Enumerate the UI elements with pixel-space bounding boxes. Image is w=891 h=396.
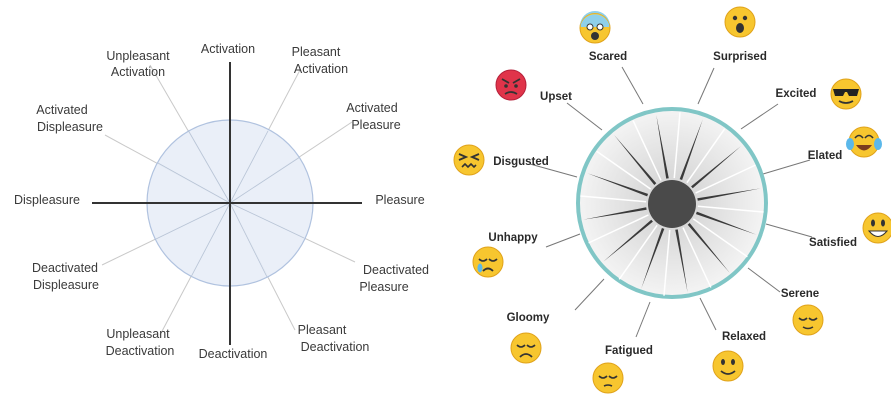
crying-face-icon xyxy=(472,246,504,278)
emotion-label-relaxed: Relaxed xyxy=(722,331,766,343)
emotion-label-unhappy: Unhappy xyxy=(488,232,538,244)
inner-spoke-3 xyxy=(157,162,231,204)
label-deactivated-pleasure-1: Deactivated xyxy=(363,263,429,277)
smiling-face-icon xyxy=(712,350,744,382)
label-activated-displeasure-1: Activated xyxy=(36,103,87,117)
inner-spoke-2 xyxy=(229,130,269,204)
leader-scared xyxy=(621,66,644,105)
label-activated-pleasure-1: Activated xyxy=(346,101,397,115)
wheel-divider xyxy=(697,205,764,213)
leader-unhappy xyxy=(545,233,581,248)
wheel-wedge-surprised xyxy=(679,119,703,181)
label-pleasant-deactivation-2: Deactivation xyxy=(301,340,370,354)
wheel-divider xyxy=(695,164,756,194)
emotion-label-upset: Upset xyxy=(540,91,572,103)
wheel-wedge-upset xyxy=(614,135,657,185)
label-unpleasant-activation-1: Unpleasant xyxy=(106,49,170,63)
label-unpleasant-deactivation-2: Deactivation xyxy=(106,344,175,358)
label-unpleasant-deactivation-1: Unpleasant xyxy=(106,327,170,341)
pensive-face-icon xyxy=(592,362,624,394)
wheel-divider xyxy=(682,227,712,288)
wheel-divider xyxy=(692,218,748,258)
wheel-hub xyxy=(648,180,696,228)
wheel-wedge-unhappy xyxy=(583,207,647,220)
inner-spoke-8 xyxy=(229,202,268,278)
wheel-divider xyxy=(580,195,647,203)
inner-spoke-1 xyxy=(187,129,231,204)
wheel-divider xyxy=(588,214,649,244)
circumplex-diagram: Activation Unpleasant Activation Pleasan… xyxy=(14,42,429,361)
emotion-label-scared: Scared xyxy=(589,51,627,63)
wheel-wedge-gloomy xyxy=(603,219,653,262)
leader-fatigued xyxy=(635,301,651,338)
leader-upset xyxy=(566,102,603,131)
emotion-label-serene: Serene xyxy=(781,288,819,300)
inner-spoke-7 xyxy=(190,202,231,278)
label-activated-pleasure-2: Pleasure xyxy=(351,118,400,132)
wheel-divider xyxy=(673,112,681,179)
grinning-face-icon xyxy=(862,212,891,244)
wheel-wedge-fatigued xyxy=(641,227,665,289)
wheel-divider xyxy=(596,150,652,190)
emotion-wheel: Scared Surprised Excited Elated Satisfie… xyxy=(453,6,891,394)
wheel-divider xyxy=(618,224,658,280)
leader-disgusted xyxy=(529,163,578,178)
leader-relaxed xyxy=(699,297,717,331)
label-pleasant-activation-1: Pleasant xyxy=(292,45,341,59)
leader-surprised xyxy=(697,67,715,105)
leader-serene xyxy=(747,267,781,293)
label-deactivated-displeasure-1: Deactivated xyxy=(32,261,98,275)
leader-elated xyxy=(762,159,811,175)
inner-spoke-6 xyxy=(229,202,305,239)
emotion-label-fatigued: Fatigued xyxy=(605,345,653,357)
emotion-label-excited: Excited xyxy=(776,88,817,100)
persevering-face-icon xyxy=(453,144,485,176)
circumplex-spokes-inner xyxy=(155,129,305,278)
wheel-wedge-disgusted xyxy=(587,173,649,197)
wheel-wedge-satisfied xyxy=(695,211,757,235)
label-pleasant-deactivation-1: Pleasant xyxy=(298,323,347,337)
label-unpleasant-activation-2: Activation xyxy=(111,65,165,79)
tears-of-joy-face-icon xyxy=(846,126,882,158)
leader-gloomy xyxy=(574,278,605,311)
wheel-wedge-excited xyxy=(691,146,741,189)
leader-excited xyxy=(740,103,779,130)
label-pleasure: Pleasure xyxy=(375,193,424,207)
emotion-label-elated: Elated xyxy=(808,150,843,162)
label-deactivated-displeasure-2: Displeasure xyxy=(33,278,99,292)
relieved-face-icon xyxy=(792,304,824,336)
leader-satisfied xyxy=(765,223,813,238)
emotion-label-satisfied: Satisfied xyxy=(809,237,857,249)
wheel-wedge-scared xyxy=(656,115,669,179)
inner-spoke-5 xyxy=(155,202,231,240)
label-pleasant-activation-2: Activation xyxy=(294,62,348,76)
disappointed-face-icon xyxy=(510,332,542,364)
inner-spoke-4 xyxy=(229,156,301,204)
angry-face-icon xyxy=(495,69,527,101)
wheel-divider xyxy=(663,229,671,296)
wheel-divider xyxy=(632,120,662,181)
scared-face-icon xyxy=(579,11,611,44)
label-deactivation: Deactivation xyxy=(199,347,268,361)
wheel-wedge-elated xyxy=(697,188,761,201)
surprised-face-icon xyxy=(724,6,756,38)
emotion-label-disgusted: Disgusted xyxy=(493,156,549,168)
emotion-label-gloomy: Gloomy xyxy=(507,312,550,324)
label-deactivated-pleasure-2: Pleasure xyxy=(359,280,408,294)
wheel-wedges xyxy=(580,112,764,296)
wheel-divider xyxy=(686,128,726,184)
cool-sunglasses-face-icon xyxy=(830,78,862,110)
label-activation: Activation xyxy=(201,42,255,56)
wheel-wedge-serene xyxy=(687,223,730,273)
wheel-wedge-relaxed xyxy=(675,229,688,293)
wheel-leader-lines xyxy=(529,66,813,338)
label-displeasure: Displeasure xyxy=(14,193,80,207)
label-activated-displeasure-2: Displeasure xyxy=(37,120,103,134)
emotion-label-surprised: Surprised xyxy=(713,51,767,63)
